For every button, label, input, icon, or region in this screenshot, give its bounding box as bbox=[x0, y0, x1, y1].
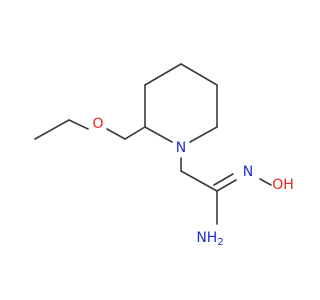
bond-ring-c4-c5 bbox=[180, 63, 218, 86]
bond-c-n-double-a bbox=[216, 179, 237, 192]
atom-labels: O N N OH NH2 bbox=[92, 116, 293, 248]
hydroxyl-label: OH bbox=[272, 177, 294, 193]
bond-c-n-double-b bbox=[213, 173, 234, 186]
amine-group-label: NH2 bbox=[196, 230, 223, 248]
oxime-nitrogen-label: N bbox=[243, 164, 253, 180]
bond-ch2-amidine bbox=[180, 170, 218, 192]
bond-ch3-ch2 bbox=[34, 119, 70, 140]
bond-ch2-ring bbox=[124, 126, 146, 140]
bond-ch2-o bbox=[68, 119, 89, 130]
bond-ring-c3-c4 bbox=[144, 63, 182, 86]
ether-oxygen-label: O bbox=[92, 116, 103, 132]
ring-nitrogen-label: N bbox=[176, 140, 186, 156]
molecule-structure: O N N OH NH2 bbox=[34, 63, 294, 248]
amine-nh-text: NH bbox=[196, 230, 217, 246]
amine-subscript: 2 bbox=[217, 237, 223, 248]
bond-o-ch2 bbox=[106, 128, 126, 140]
bond-n-oh bbox=[259, 178, 272, 186]
bond-ring-c6-n bbox=[189, 126, 218, 143]
bond-ring-n-c2 bbox=[144, 126, 173, 143]
bond-lines bbox=[34, 63, 272, 225]
